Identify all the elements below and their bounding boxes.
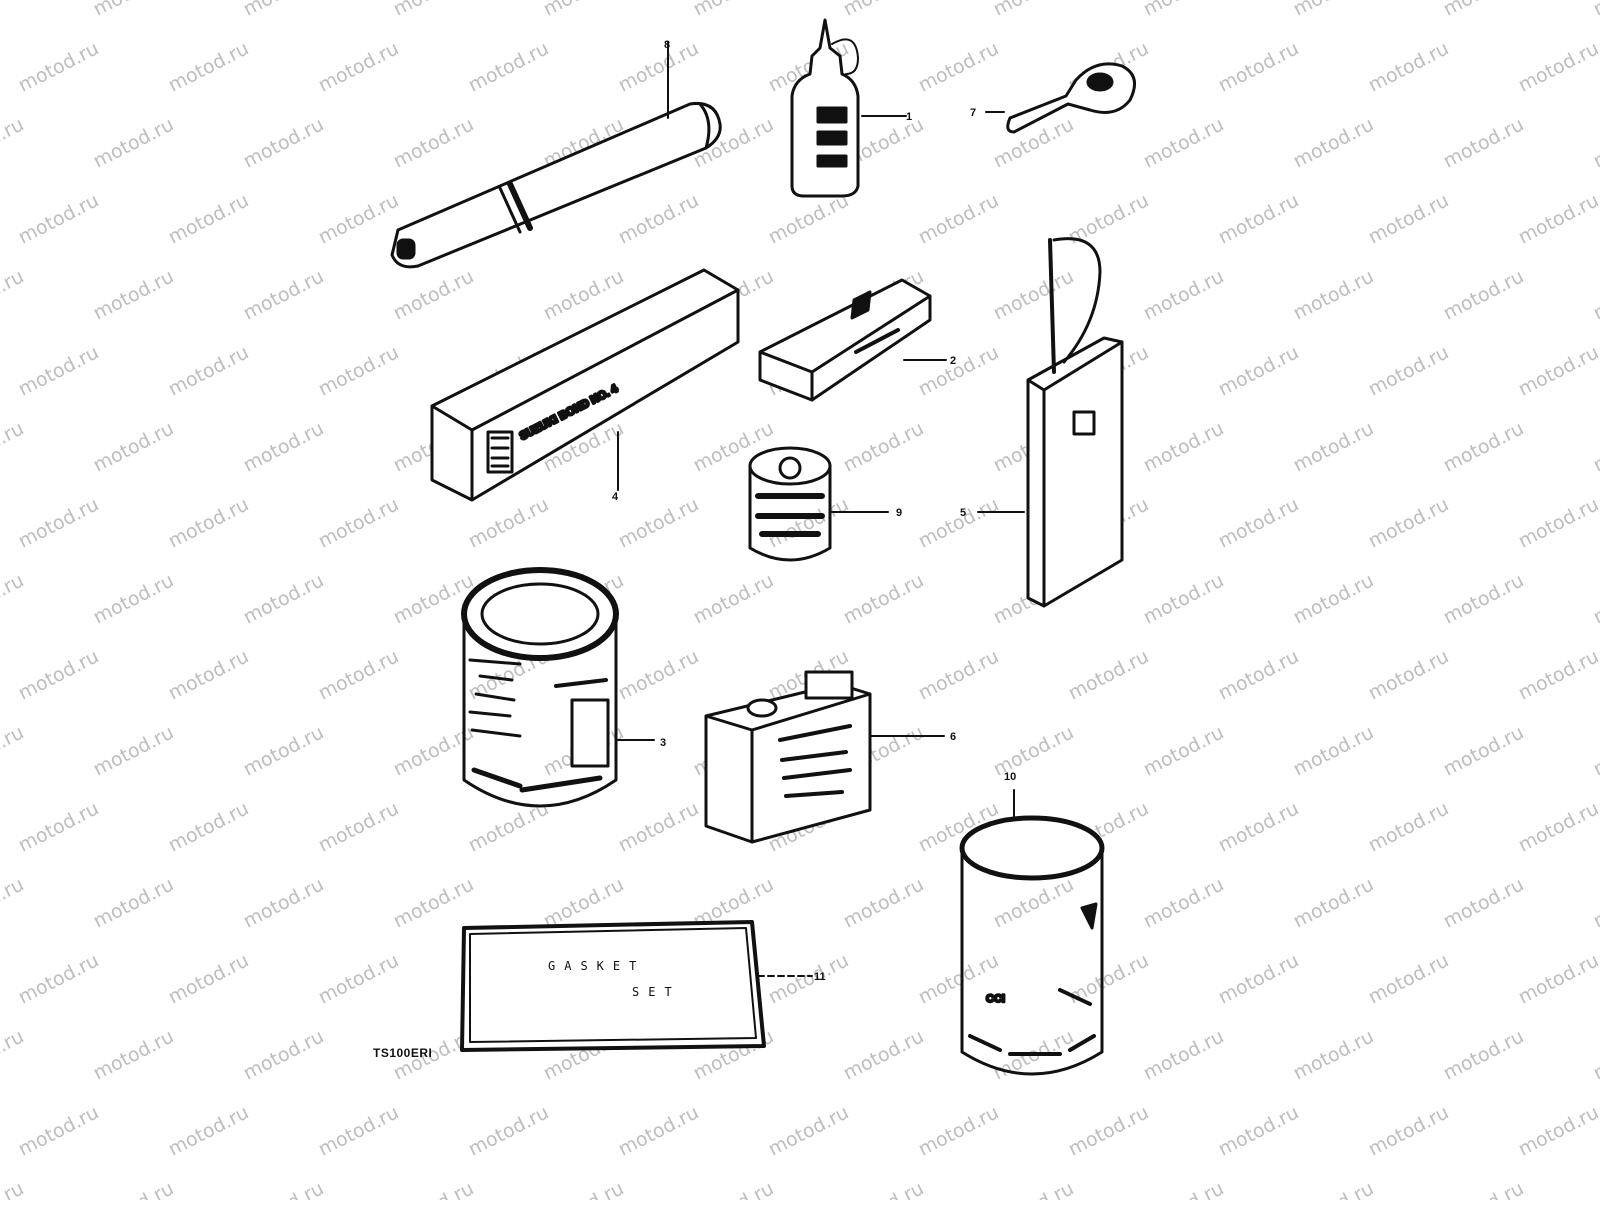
callout-11: 11 <box>814 971 826 983</box>
callout-10: 10 <box>1004 771 1016 783</box>
callout-6: 6 <box>950 731 956 743</box>
callout-3: 3 <box>660 737 666 749</box>
cci-oil-can-drawing <box>959 789 1105 1076</box>
callout-9: 9 <box>896 507 902 519</box>
callout-4: 4 <box>612 491 619 503</box>
tube-holder-drawing <box>977 237 1124 608</box>
grease-tin-drawing <box>748 446 889 562</box>
paint-can-drawing <box>461 567 655 808</box>
ignition-key-drawing <box>985 62 1136 134</box>
gasket-set-envelope-drawing <box>460 920 813 1052</box>
callout-7: 7 <box>970 107 976 119</box>
gasket-label-line1: GASKET <box>548 959 645 973</box>
tyre-pump-drawing <box>390 41 722 269</box>
oil-can-drawing <box>704 670 945 844</box>
oil-bottle-drawing <box>790 18 907 198</box>
callout-5: 5 <box>960 507 966 519</box>
diagram-code: TS100ERI <box>373 1046 433 1060</box>
callout-1: 1 <box>906 111 912 123</box>
gasket-label-line2: SET <box>632 985 681 999</box>
callout-2: 2 <box>950 355 956 367</box>
tool-tin-drawing <box>758 278 947 402</box>
callout-8: 8 <box>664 39 670 51</box>
bond-box-drawing <box>430 268 740 502</box>
can-brand-label: CCI <box>986 993 1005 1005</box>
